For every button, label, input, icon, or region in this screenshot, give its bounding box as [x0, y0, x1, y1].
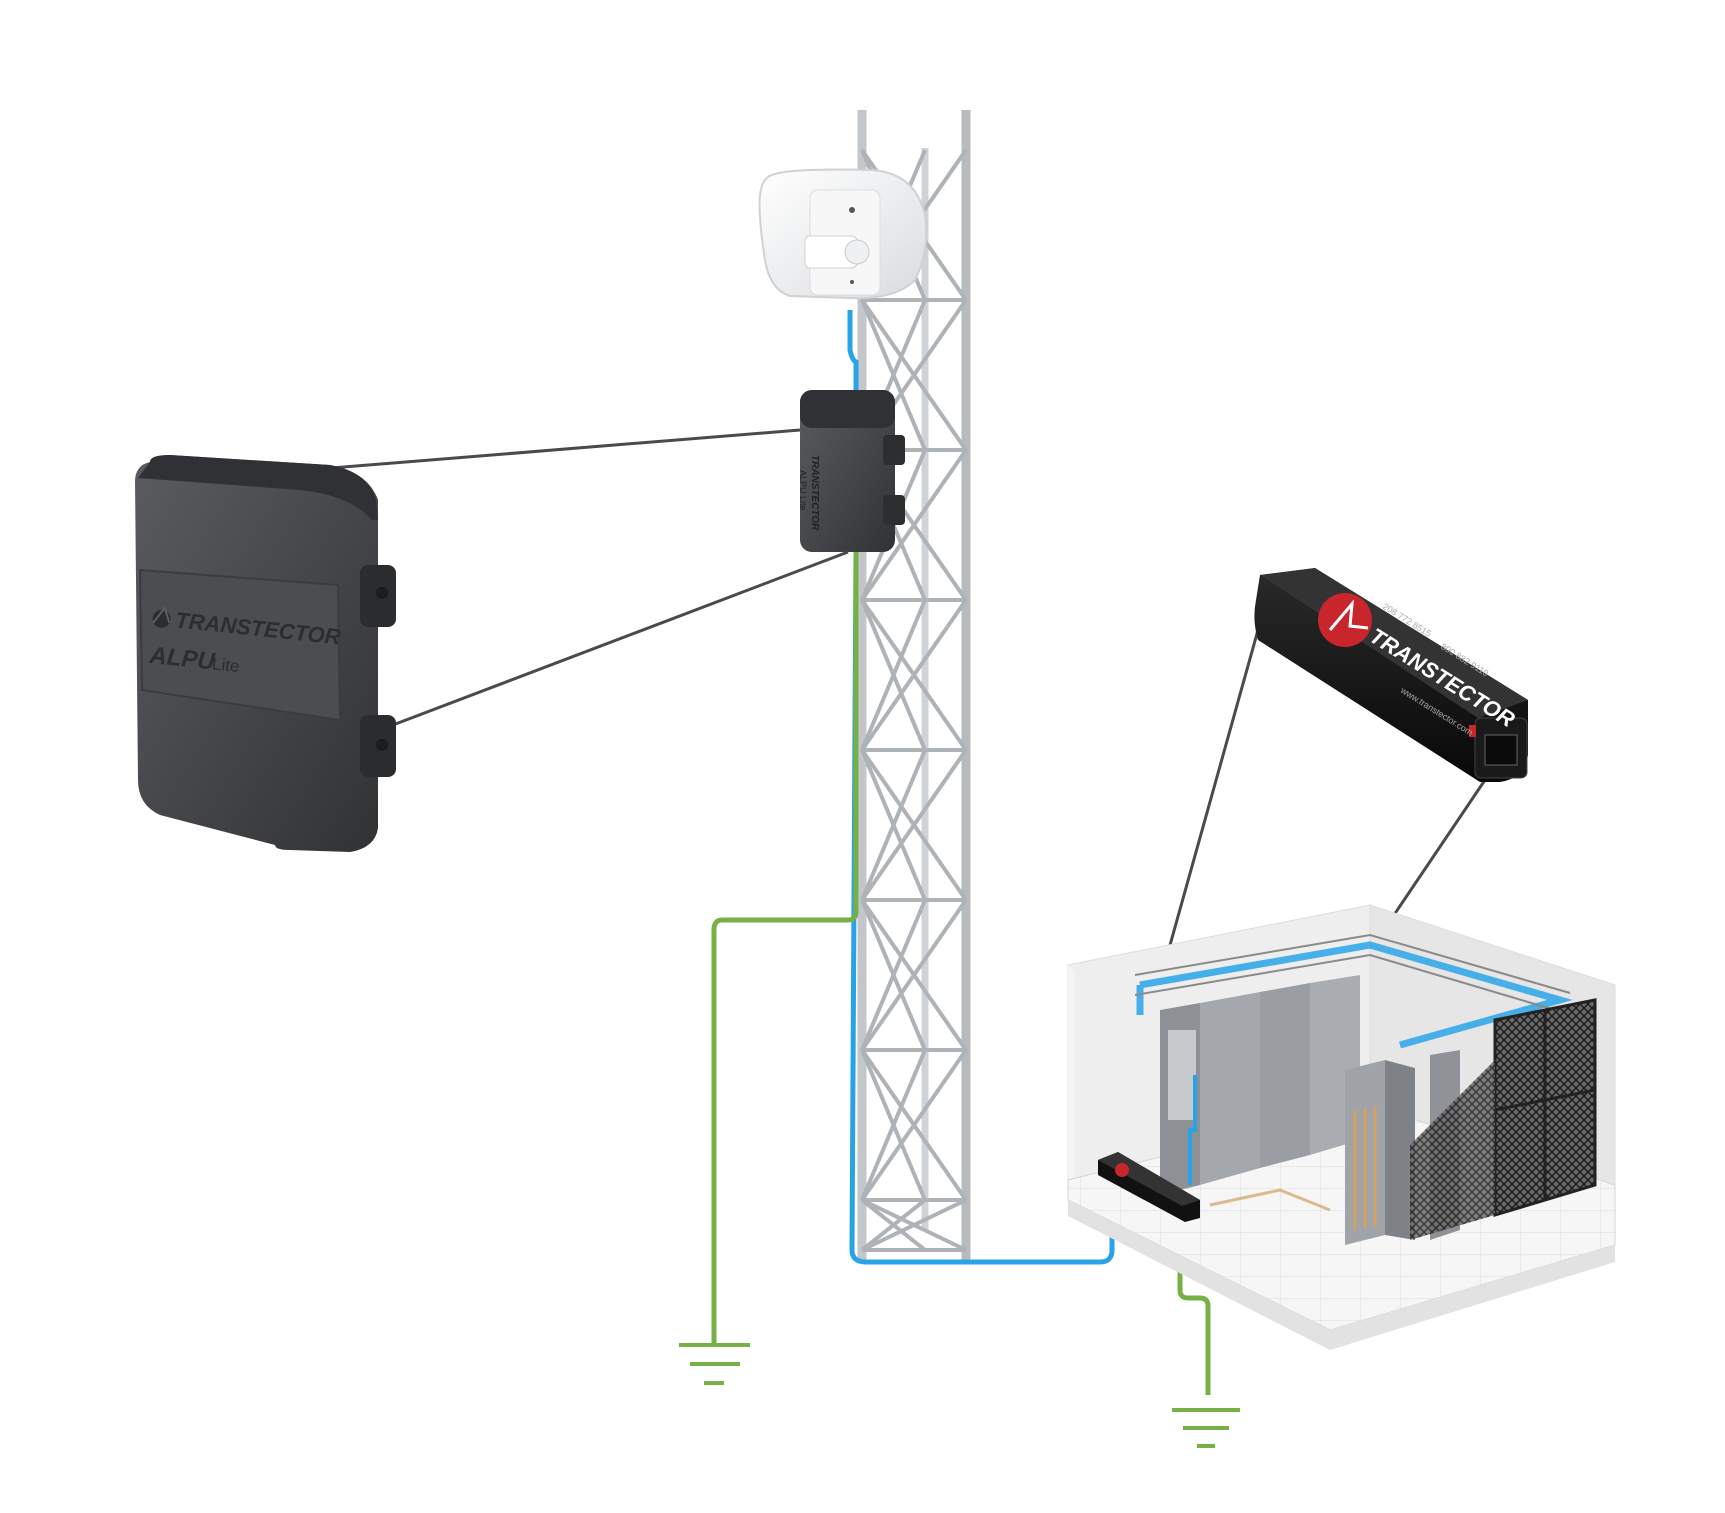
alpu-lite-enlarged: TRANSTECTOR ALPU Lite: [135, 455, 396, 852]
ground-wire: [711, 550, 1211, 1395]
tower-brace: [860, 1049, 927, 1201]
tower-brace: [860, 749, 927, 901]
tower-brace: [860, 599, 927, 751]
large-alpu-variant: Lite: [211, 654, 240, 676]
ground-symbol-left: [679, 1343, 750, 1385]
tower-brace: [860, 598, 968, 752]
inline-surge-protector-installed: [1098, 1152, 1200, 1222]
server-room: [1067, 904, 1616, 1350]
tower-brace: [860, 748, 968, 902]
mesh-cage: [1410, 998, 1597, 1240]
tower-brace: [861, 1198, 967, 1252]
tower-brace: [860, 1198, 927, 1252]
small-alpu-model: ALPU Lite: [798, 470, 808, 511]
ground-symbol-right: [1172, 1408, 1240, 1448]
inline-surge-protector-enlarged: TRANSTECTOR 208 772 8515 800 882 9110 ww…: [1254, 568, 1528, 782]
tower-brace: [860, 1048, 968, 1202]
alpu-lite-on-tower: TRANSTECTOR ALPU Lite: [798, 390, 905, 552]
tower-brace: [860, 448, 968, 602]
tower-brace: [860, 899, 927, 1051]
directional-panel-antenna-icon: [758, 168, 928, 300]
ethernet-cable: [847, 310, 1115, 1265]
tower-brace: [860, 898, 968, 1052]
small-alpu-brand: TRANSTECTOR: [809, 455, 820, 531]
